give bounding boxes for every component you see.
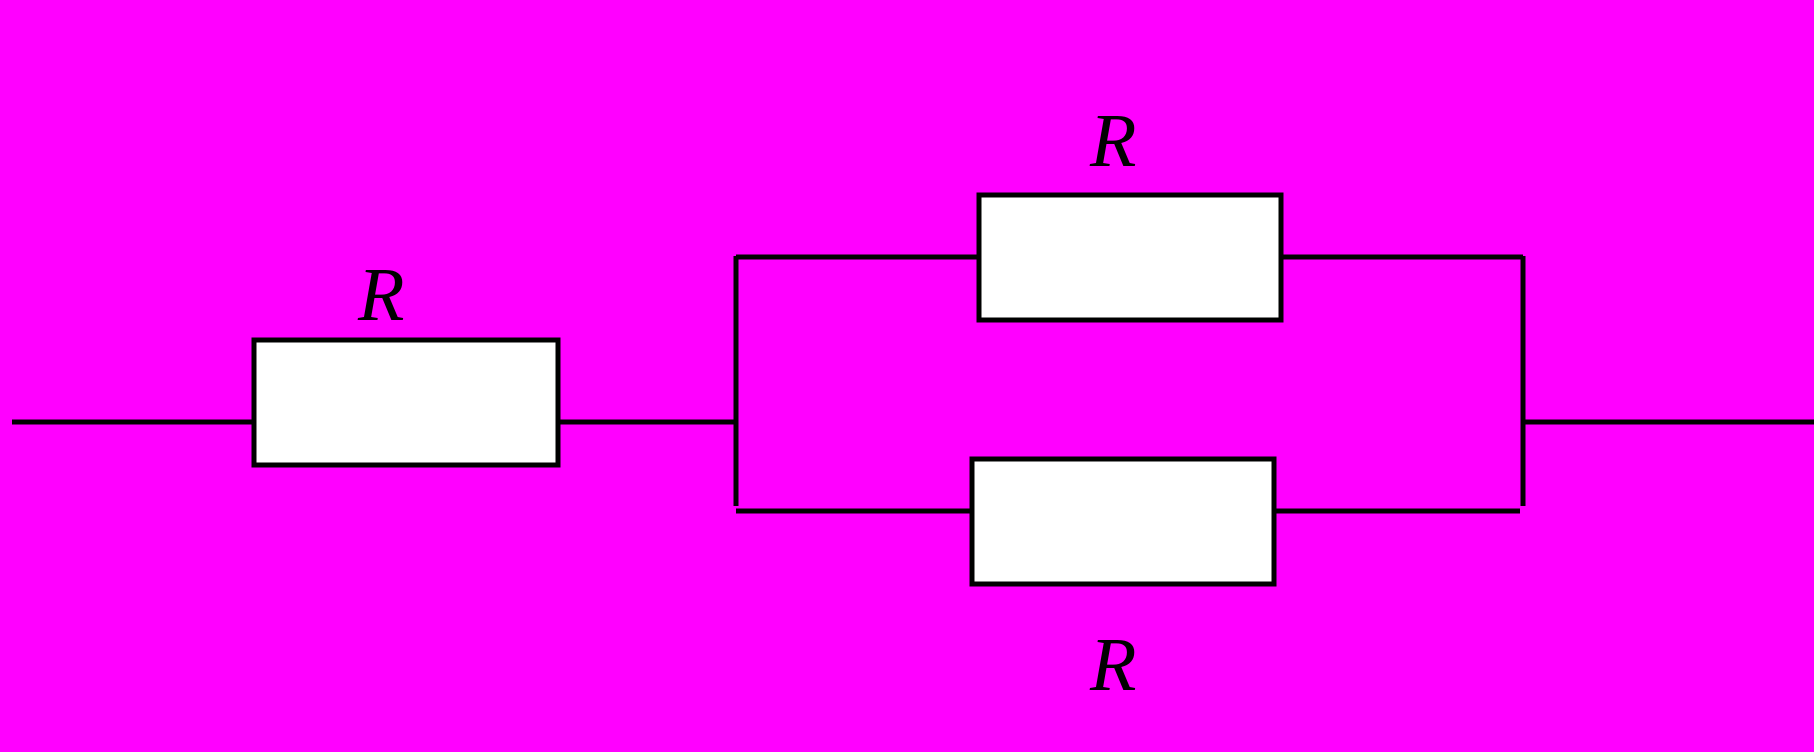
resistor-parallel-bottom-label: R (1089, 623, 1136, 707)
resistor-series-body (251, 337, 561, 468)
resistor-parallel-bottom: R (969, 456, 1277, 707)
wires (12, 254, 1814, 514)
resistor-parallel-bottom-body (969, 456, 1277, 587)
resistor-parallel-top-label: R (1089, 99, 1136, 183)
resistor-series-label: R (357, 253, 404, 337)
resistor-parallel-top: R (976, 99, 1284, 323)
resistor-series: R (251, 253, 561, 468)
resistor-parallel-top-body (976, 192, 1284, 323)
